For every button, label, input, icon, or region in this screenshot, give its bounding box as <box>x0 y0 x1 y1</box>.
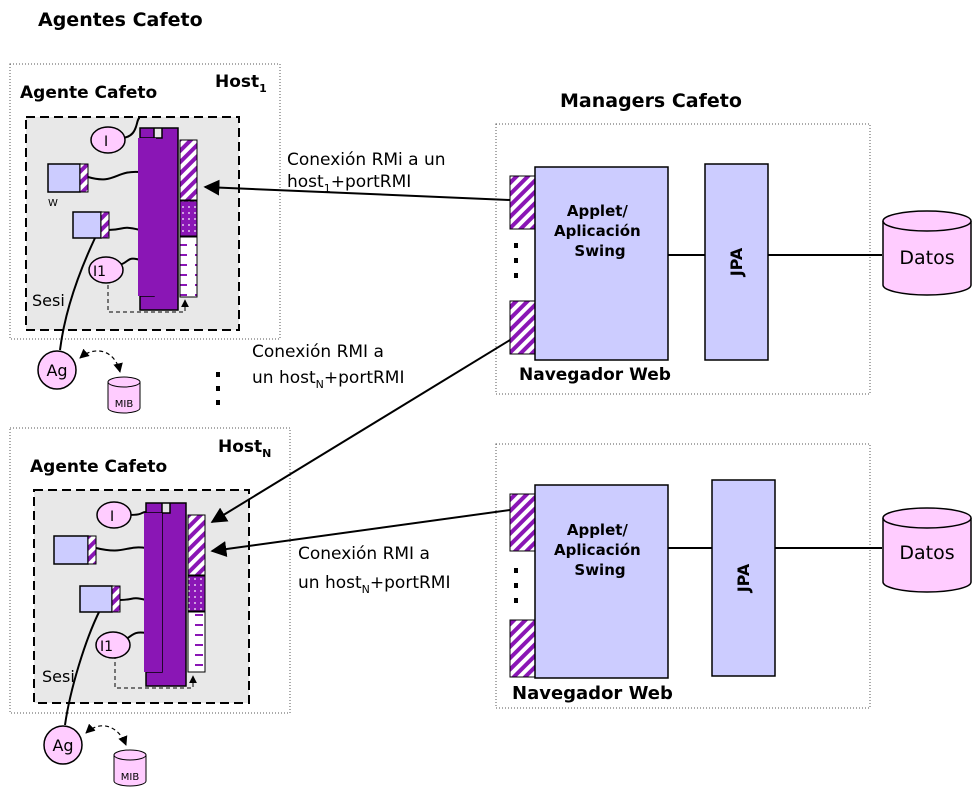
svg-text:W: W <box>48 198 58 209</box>
host1-mib-cylinder: MIB <box>107 376 141 414</box>
host1-label: Host1 <box>215 72 267 95</box>
manager1-jpa-box <box>704 163 769 361</box>
svg-text:I: I <box>104 134 108 150</box>
manager2-browser-label: Navegador Web <box>512 683 673 704</box>
manager1-group: Applet/ Aplicación Swing JPA Navegador W… <box>495 123 882 395</box>
rmi-connection-1 <box>203 179 511 201</box>
host1-ag-label: Ag <box>46 361 67 380</box>
svg-text:I1: I1 <box>93 264 106 280</box>
manager2-port-bottom <box>509 619 536 678</box>
manager1-applet-box <box>534 166 669 361</box>
manager2-applet-box <box>534 484 669 679</box>
hostN-agent-panel <box>33 489 250 704</box>
rmi-connection-2 <box>210 339 511 523</box>
host1-interface-ellipse <box>90 126 126 154</box>
host1-component-1 <box>47 163 81 193</box>
hostN-ag-circle <box>43 725 83 765</box>
hostN-label: HostN <box>218 437 271 460</box>
hostN-agent-label: Agente Cafeto <box>30 457 167 477</box>
manager2-port-top <box>509 493 536 552</box>
manager2-applet-label: Applet/ Aplicación Swing <box>554 521 646 579</box>
conn3-label: Conexión RMI a un hostN+portRMI <box>298 544 450 596</box>
manager2-jpa-box <box>711 479 776 677</box>
manager1-applet-label: Applet/ Aplicación Swing <box>554 202 646 260</box>
conn1-label: Conexión RMi a un host1+portRMI <box>287 150 451 195</box>
host1-group: Host1 Agente Cafeto I W I1 Sesi Ag <box>9 63 281 414</box>
host1-bracket-body <box>138 138 156 296</box>
hosts-ellipsis <box>216 372 220 405</box>
host1-sesi-label: Sesi <box>32 291 65 310</box>
svg-text:MIB: MIB <box>121 772 140 783</box>
hostN-sesi-label: Sesi <box>42 667 75 686</box>
hostN-port-dashed <box>187 611 206 673</box>
manager1-frame <box>495 123 871 395</box>
diagram-title: Agentes Cafeto <box>38 9 203 31</box>
host1-i1-ellipse <box>88 256 124 284</box>
rmi-connection-3 <box>210 509 511 557</box>
host1-port-hatched <box>179 139 198 201</box>
host1-port-dotted <box>179 200 198 237</box>
manager1-db-label: Datos <box>899 247 954 269</box>
manager1-browser-label: Navegador Web <box>519 365 671 385</box>
host1-component-2 <box>72 211 102 239</box>
conn2-label: Conexión RMI a un hostN+portRMI <box>252 342 404 391</box>
svg-text:I1: I1 <box>100 639 113 655</box>
hostN-component-2 <box>79 585 113 613</box>
manager2-frame <box>495 443 871 709</box>
manager1-db: Datos <box>882 210 972 296</box>
manager1-port-bottom <box>509 300 536 355</box>
manager2-jpa-label: JPA <box>734 563 753 593</box>
hostN-frame <box>9 427 291 714</box>
host1-port-dashed <box>179 236 198 298</box>
svg-text:MIB: MIB <box>115 399 134 410</box>
host1-ag-circle <box>37 350 77 390</box>
host1-agent-label: Agente Cafeto <box>20 83 157 103</box>
hostN-port-dotted <box>187 575 206 612</box>
hostN-mib-cylinder: MIB <box>113 749 147 787</box>
hostN-component-1 <box>53 535 89 565</box>
svg-text:I: I <box>110 509 114 525</box>
hostN-interface-ellipse <box>96 501 132 529</box>
hostN-ag-label: Ag <box>52 736 73 755</box>
hostN-i1-ellipse <box>95 631 131 659</box>
hostN-port-hatched <box>187 514 206 576</box>
host1-frame <box>9 63 281 340</box>
manager1-port-top <box>509 175 536 230</box>
managers-title: Managers Cafeto <box>560 90 742 112</box>
manager1-jpa-label: JPA <box>727 247 746 277</box>
hostN-group: HostN Agente Cafeto I I1 Sesi Ag MIB <box>9 427 291 787</box>
hostN-bracket-body <box>144 513 162 672</box>
manager2-db: Datos <box>882 507 972 593</box>
manager2-group: Applet/ Aplicación Swing JPA Navegador W… <box>495 443 882 709</box>
host1-agent-panel <box>25 116 240 331</box>
manager2-db-label: Datos <box>899 542 954 564</box>
